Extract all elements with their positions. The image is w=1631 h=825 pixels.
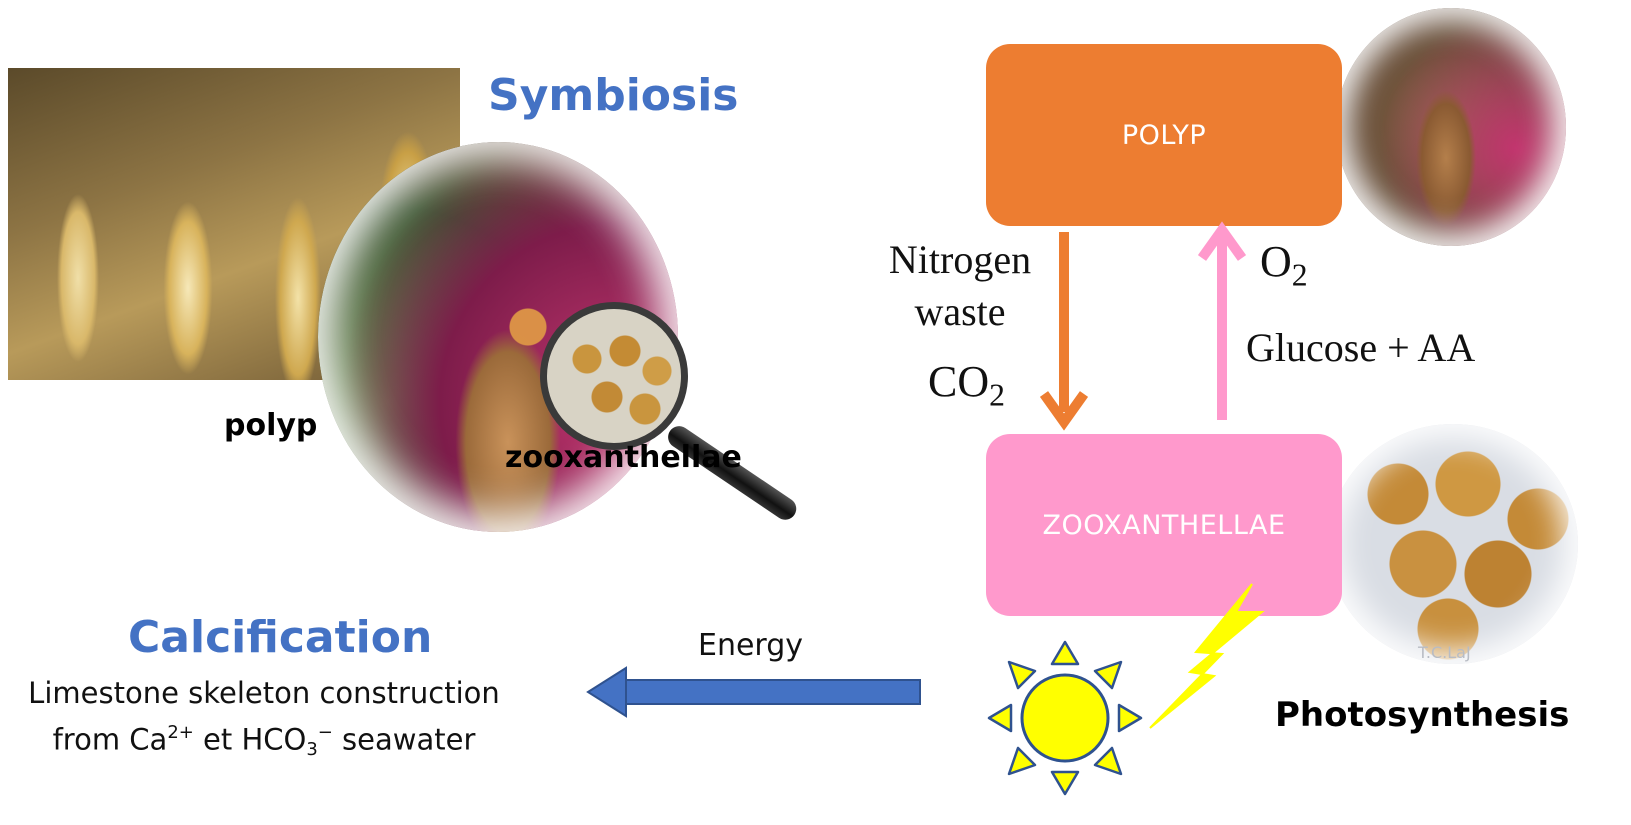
calcification-text-hco: et HCO bbox=[193, 722, 307, 757]
co2-main: CO bbox=[928, 357, 990, 406]
lightning-bolt-icon bbox=[1149, 583, 1265, 729]
ca-charge: 2+ bbox=[167, 722, 194, 743]
nitrogen-waste-line-1: Nitrogen bbox=[888, 237, 1032, 282]
energy-arrow bbox=[586, 666, 921, 718]
calcification-text-seawater: seawater bbox=[332, 722, 476, 757]
co2-subscript: 2 bbox=[989, 377, 1005, 413]
o2-glucose-arrow bbox=[1197, 221, 1247, 420]
calcification-line-1: Limestone skeleton construction bbox=[28, 676, 500, 710]
zooxanthellae-label: zooxanthellae bbox=[505, 440, 742, 475]
polyp-label: polyp bbox=[224, 408, 318, 443]
calcification-title: Calcification bbox=[128, 612, 433, 663]
energy-label: Energy bbox=[698, 628, 804, 663]
o2-main: O bbox=[1260, 237, 1292, 286]
o2-label: O2 bbox=[1260, 236, 1308, 294]
photosynthesis-label: Photosynthesis bbox=[1275, 695, 1570, 735]
photo-credit: T.C.LaJ bbox=[1418, 643, 1471, 662]
polyp-box: POLYP bbox=[986, 44, 1342, 226]
o2-subscript: 2 bbox=[1291, 257, 1308, 293]
symbiosis-title: Symbiosis bbox=[488, 70, 739, 121]
glucose-label: Glucose + AA bbox=[1246, 325, 1476, 370]
nitrogen-co2-arrow bbox=[1039, 232, 1089, 431]
hco-subscript: 3 bbox=[306, 739, 318, 761]
sun-icon bbox=[987, 640, 1143, 796]
calcification-text-ca: from Ca bbox=[52, 722, 168, 757]
zooxanthellae-box: ZOOXANTHELLAE bbox=[986, 434, 1342, 616]
calcification-line-2: from Ca2+ et HCO3− seawater bbox=[0, 722, 528, 760]
zooxanthellae-photo bbox=[1328, 424, 1578, 664]
nitrogen-waste-label: Nitrogen waste bbox=[880, 234, 1040, 338]
co2-label: CO2 bbox=[928, 356, 1005, 414]
polyp-photo bbox=[1336, 8, 1566, 246]
zooxanthellae-magnified-image bbox=[540, 302, 688, 450]
hco-charge: − bbox=[317, 722, 333, 743]
nitrogen-waste-line-2: waste bbox=[914, 289, 1006, 334]
